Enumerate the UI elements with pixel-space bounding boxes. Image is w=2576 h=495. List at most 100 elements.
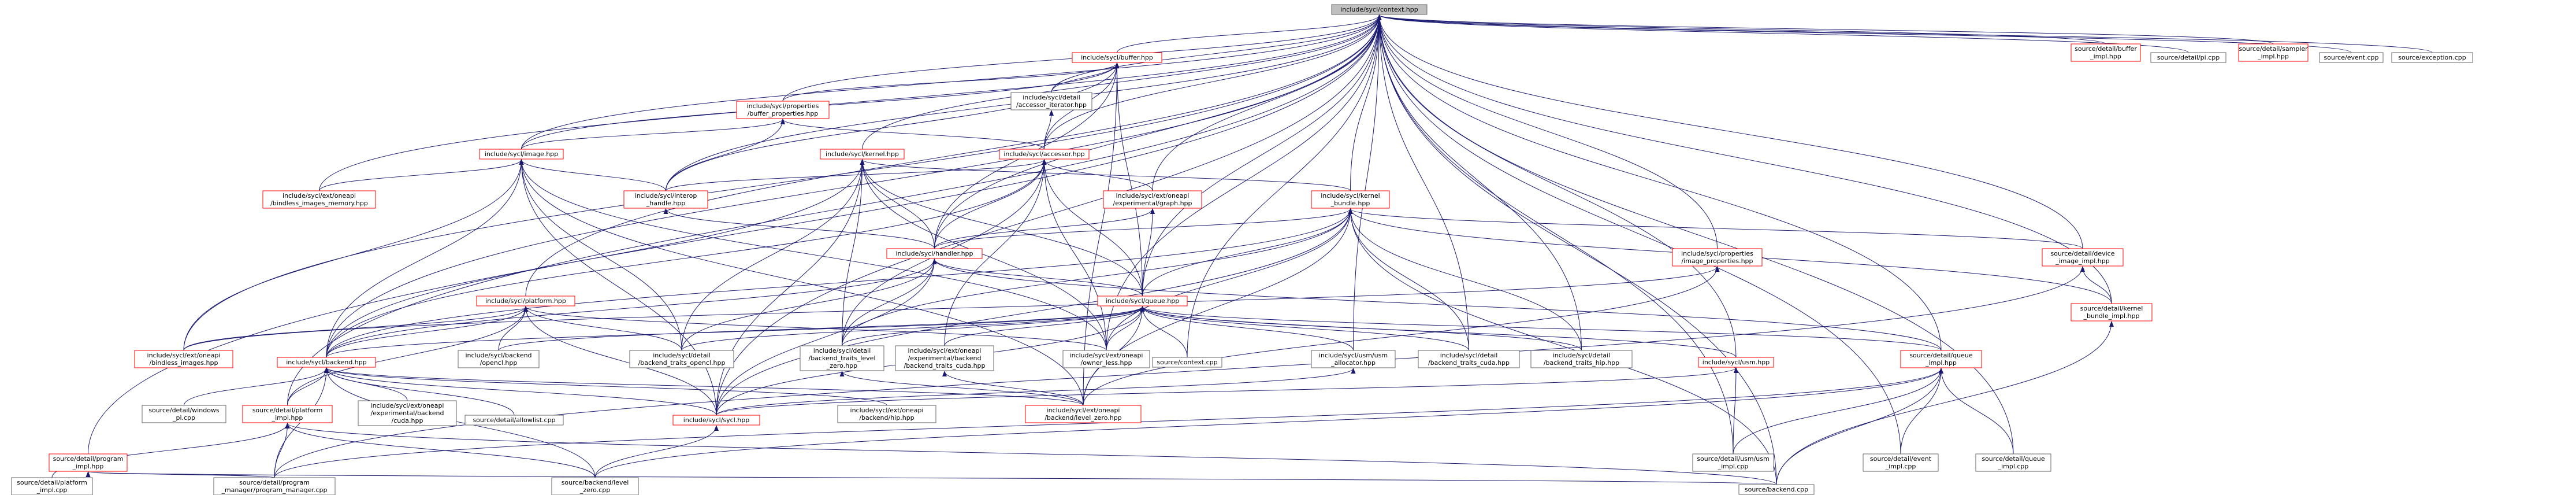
- node-windows-pi[interactable]: source/detail/windows_pi.cpp: [142, 405, 226, 423]
- edge-image-to-buffer-properties: [521, 119, 785, 150]
- node-usm-allocator[interactable]: include/sycl/usm/usm_allocator.hpp: [1311, 350, 1396, 368]
- node-backend-cpp[interactable]: source/backend.cpp: [1738, 484, 1815, 495]
- node-platform-impl[interactable]: source/detail/platform_impl.hpp: [242, 405, 333, 423]
- node-program-manager[interactable]: source/detail/program_manager/program_ma…: [213, 477, 336, 495]
- node-box: [2150, 52, 2226, 63]
- node-device-image-impl[interactable]: source/detail/device_image_impl.hpp: [2042, 248, 2124, 267]
- node-exception-cpp[interactable]: source/exception.cpp: [2391, 52, 2473, 63]
- node-box: [358, 400, 457, 426]
- node-pi-cpp[interactable]: source/detail/pi.cpp: [2150, 52, 2226, 63]
- node-context[interactable]: include/sycl/context.hpp: [1331, 4, 1428, 15]
- edge-oneapi-level-zero-to-traits-cuda-exp: [942, 371, 1084, 406]
- node-box: [262, 190, 376, 209]
- node-interop-handle[interactable]: include/sycl/interop_handle.hpp: [623, 190, 708, 209]
- node-event-cpp[interactable]: source/event.cpp: [2319, 52, 2384, 63]
- node-label: include/sycl/accessor.hpp: [1003, 150, 1084, 158]
- edge-usm-impl-to-context: [1377, 14, 1734, 455]
- edge-context-cpp-to-queue: [1140, 306, 1188, 358]
- node-sycl-hpp[interactable]: include/sycl/sycl.hpp: [672, 415, 760, 426]
- node-kernel[interactable]: include/sycl/kernel.hpp: [820, 149, 905, 160]
- node-context-cpp[interactable]: source/context.cpp: [1152, 357, 1222, 368]
- node-cuda-backend[interactable]: include/sycl/ext/oneapi/experimental/bac…: [358, 400, 457, 426]
- node-graph[interactable]: include/sycl/ext/oneapi/experimental/gra…: [1103, 190, 1202, 209]
- edge-sycl-hpp-to-usm: [716, 367, 1738, 416]
- edge-traits-opencl-to-queue: [681, 306, 1145, 351]
- node-oneapi-hip[interactable]: include/sycl/ext/oneapi/backend/hip.hpp: [837, 405, 936, 423]
- node-box: [2238, 43, 2309, 62]
- node-owner-less[interactable]: include/sycl/ext/oneapi/owner_less.hpp: [1062, 350, 1150, 368]
- edge-buffer-to-context: [1117, 14, 1382, 53]
- node-traits-level-zero[interactable]: include/sycl/detail/backend_traits_level…: [800, 345, 884, 371]
- node-accessor[interactable]: include/sycl/accessor.hpp: [999, 149, 1090, 160]
- edge-queue-impl-to-handler: [932, 258, 1942, 351]
- node-queue-impl[interactable]: source/detail/queue_impl.hpp: [1900, 350, 1982, 368]
- node-box: [1692, 453, 1774, 472]
- node-label: include/sycl/ext/oneapi: [282, 192, 356, 200]
- edge-queue-to-kernel-bundle: [1142, 208, 1353, 297]
- node-image[interactable]: include/sycl/image.hpp: [479, 149, 564, 160]
- edge-handler-to-interop-handle: [663, 208, 935, 249]
- edge-oneapi-level-zero-to-backend: [324, 367, 1084, 406]
- node-traits-opencl[interactable]: include/sycl/detail/backend_traits_openc…: [629, 350, 734, 368]
- edge-backend-to-handler: [326, 258, 937, 358]
- node-image-properties[interactable]: include/sycl/properties/image_properties…: [1672, 248, 1763, 267]
- node-label: _allocator.hpp: [1330, 359, 1376, 367]
- node-allowlist[interactable]: source/detail/allowlist.cpp: [464, 415, 564, 426]
- edge-device-image-impl-to-context: [1377, 14, 2083, 249]
- node-backend-opencl[interactable]: include/sycl/backend/opencl.hpp: [458, 350, 540, 368]
- node-accessor-iterator[interactable]: include/sycl/detail/accessor_iterator.hp…: [1010, 92, 1092, 110]
- edge-windows-pi-to-backend: [184, 367, 329, 406]
- node-label: include/sycl/context.hpp: [1340, 6, 1418, 13]
- node-label: /backend_traits_cuda.hpp: [1428, 359, 1510, 367]
- edge-queue-impl-cpp-to-queue-impl: [1939, 368, 2014, 455]
- node-buffer-impl[interactable]: source/detail/buffer_impl.hpp: [2071, 43, 2141, 62]
- node-handler[interactable]: include/sycl/handler.hpp: [886, 248, 983, 259]
- node-traits-cuda-exp[interactable]: include/sycl/ext/oneapi/experimental/bac…: [895, 345, 994, 371]
- node-label: source/detail/kernel: [2080, 305, 2143, 312]
- node-label: source/exception.cpp: [2398, 54, 2466, 61]
- node-backend-level-zero-cpp[interactable]: source/backend/level_zero.cpp: [551, 477, 639, 495]
- node-label: /experimental/graph.hpp: [1113, 200, 1192, 207]
- node-label: include/sycl/properties: [747, 102, 819, 110]
- node-box: [800, 345, 884, 371]
- edge-backend-cpp-to-kernel-bundle: [1348, 208, 1777, 485]
- node-queue[interactable]: include/sycl/queue.hpp: [1097, 295, 1188, 306]
- node-label: include/sycl/buffer.hpp: [1081, 54, 1153, 61]
- node-sampler-impl[interactable]: source/detail/sampler_impl.hpp: [2238, 43, 2309, 62]
- node-traits-cuda[interactable]: include/sycl/detail/backend_traits_cuda.…: [1418, 350, 1520, 368]
- edge-handler-to-accessor: [934, 159, 1047, 249]
- node-queue-impl-cpp[interactable]: source/detail/queue_impl.cpp: [1975, 453, 2051, 472]
- node-label: include/sycl/ext/oneapi: [908, 347, 982, 354]
- edge-traits-cuda-to-context: [1377, 14, 1469, 351]
- edge-usm-impl-to-usm: [1733, 367, 1738, 455]
- edge-traits-level-zero-to-kernel: [842, 159, 865, 346]
- node-program-impl[interactable]: source/detail/program_impl.hpp: [49, 453, 128, 472]
- node-buffer-properties[interactable]: include/sycl/properties/buffer_propertie…: [736, 101, 830, 119]
- node-bindless-images[interactable]: include/sycl/ext/oneapi/bindless_images.…: [134, 350, 233, 368]
- node-platform[interactable]: include/sycl/platform.hpp: [476, 295, 575, 306]
- edge-traits-cuda-to-kernel-bundle: [1348, 208, 1469, 351]
- edge-program-impl-to-context: [88, 14, 1382, 455]
- node-backend[interactable]: include/sycl/backend.hpp: [277, 357, 376, 368]
- edge-owner-less-to-image: [519, 159, 1107, 351]
- node-traits-hip[interactable]: include/sycl/detail/backend_traits_hip.h…: [1530, 350, 1633, 368]
- edge-backend-to-kernel: [326, 159, 865, 358]
- edge-traits-cuda-exp-to-accessor: [944, 159, 1047, 346]
- node-buffer[interactable]: include/sycl/buffer.hpp: [1072, 52, 1162, 63]
- node-label: source/detail/device: [2051, 250, 2115, 257]
- node-box: [886, 248, 983, 259]
- node-label: include/sycl/backend: [465, 352, 531, 359]
- edge-backend-level-zero-cpp-to-platform-impl: [285, 423, 596, 478]
- edge-kernel-to-context: [862, 14, 1382, 150]
- node-box: [1311, 190, 1390, 209]
- node-event-impl[interactable]: source/detail/event_impl.cpp: [1863, 453, 1939, 472]
- node-label: source/detail/platform: [252, 407, 323, 414]
- node-kernel-bundle-impl[interactable]: source/detail/kernel_bundle_impl.hpp: [2071, 303, 2153, 322]
- node-bindless-images-memory[interactable]: include/sycl/ext/oneapi/bindless_images_…: [262, 190, 376, 209]
- node-platform-impl-cpp[interactable]: source/detail/platform_impl.cpp: [11, 477, 93, 495]
- node-usm-impl[interactable]: source/detail/usm/usm_impl.cpp: [1692, 453, 1774, 472]
- node-oneapi-level-zero[interactable]: include/sycl/ext/oneapi/backend/level_ze…: [1025, 405, 1142, 423]
- edge-backend-opencl-to-platform: [498, 306, 528, 351]
- node-usm[interactable]: include/sycl/usm.hpp: [1698, 357, 1774, 368]
- node-kernel-bundle[interactable]: include/sycl/kernel_bundle.hpp: [1311, 190, 1390, 209]
